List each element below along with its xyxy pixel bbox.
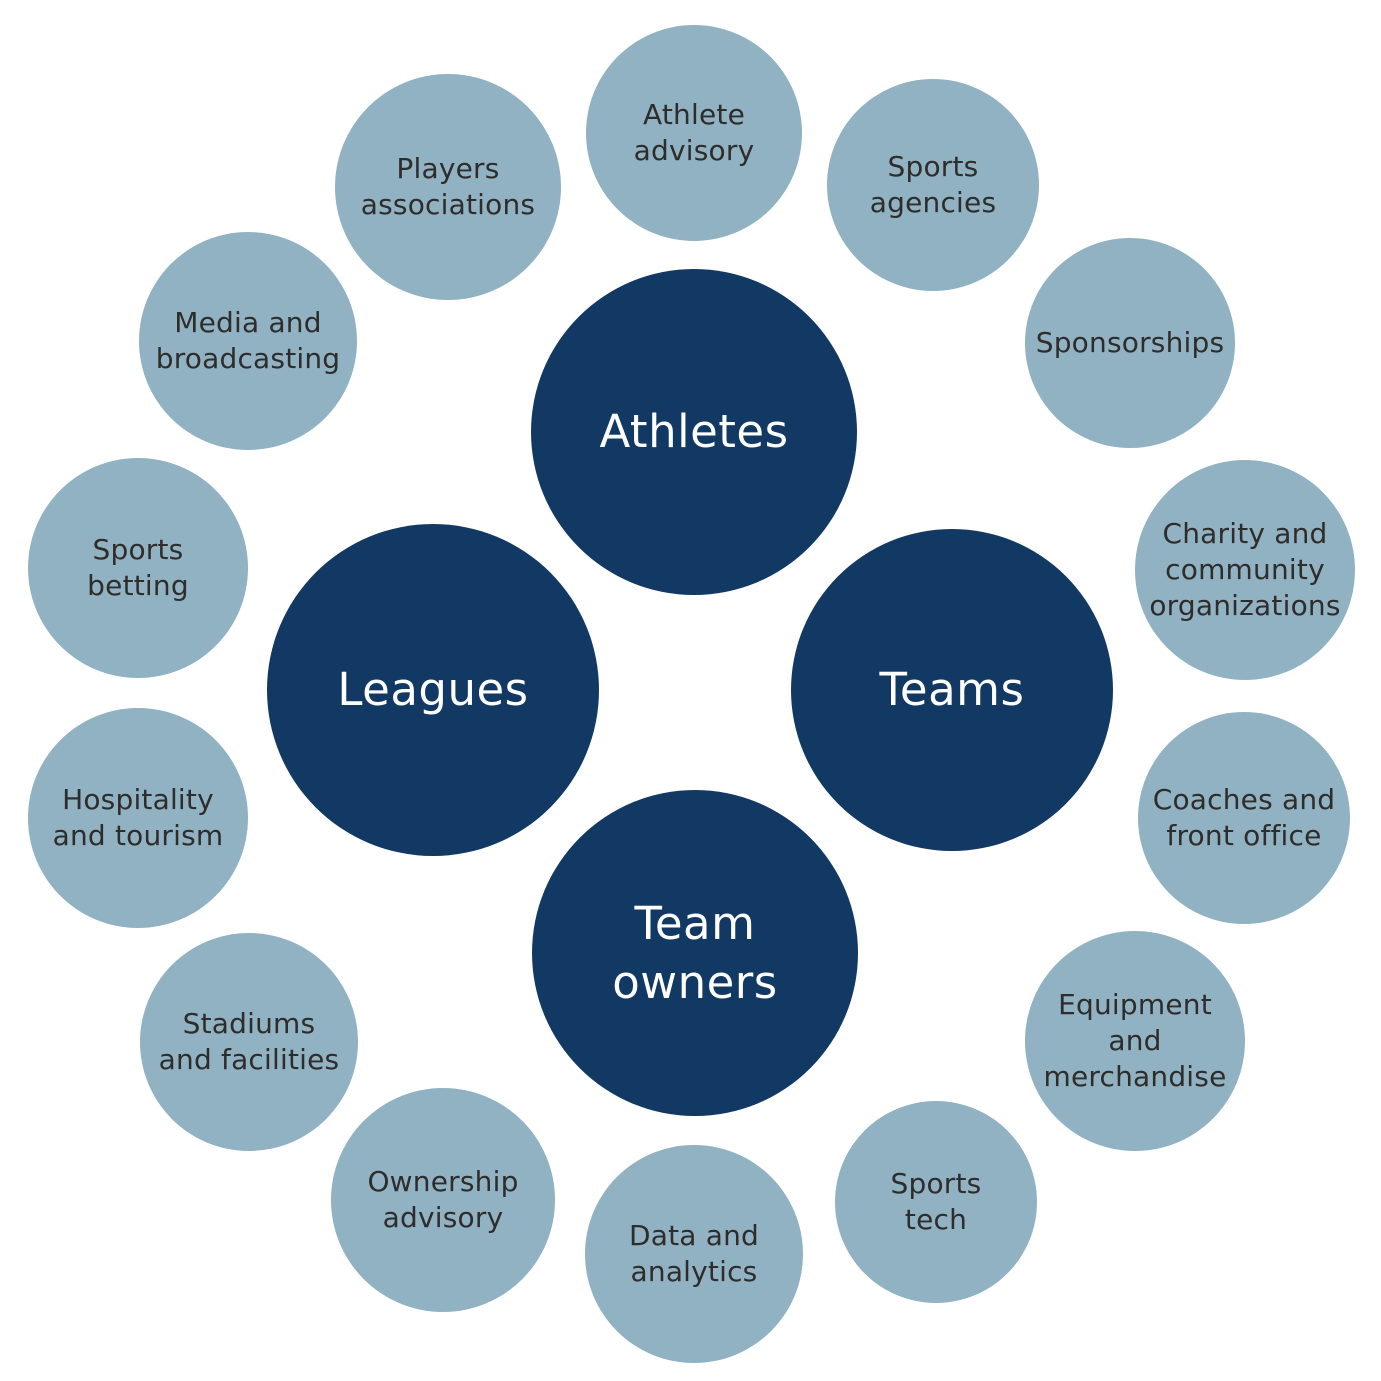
core-node-label: Athletes <box>599 405 789 459</box>
satellite-label: Sports tech <box>890 1167 982 1236</box>
satellite-label: Sports betting <box>87 533 189 602</box>
satellite-label: Stadiums and facilities <box>158 1007 340 1076</box>
satellite-equipment-merchandise: Equipment and merchandise <box>1025 931 1245 1151</box>
satellite-sports-agencies: Sports agencies <box>827 79 1039 291</box>
core-node-leagues: Leagues <box>267 524 599 856</box>
core-node-label: Teams <box>879 663 1025 717</box>
satellite-label: Media and broadcasting <box>155 306 341 375</box>
core-node-team-owners: Team owners <box>532 790 858 1116</box>
satellite-label: Charity and community organizations <box>1149 517 1341 622</box>
satellite-sports-betting: Sports betting <box>28 458 248 678</box>
satellite-label: Sports agencies <box>869 150 997 219</box>
satellite-label: Players associations <box>360 152 536 221</box>
satellite-label: Hospitality and tourism <box>52 783 224 852</box>
satellite-label: Athlete advisory <box>633 98 755 167</box>
satellite-stadiums-facilities: Stadiums and facilities <box>140 933 358 1151</box>
satellite-sponsorships: Sponsorships <box>1025 238 1235 448</box>
core-node-athletes: Athletes <box>531 269 857 595</box>
satellite-players-associations: Players associations <box>335 74 561 300</box>
satellite-coaches-front-office: Coaches and front office <box>1138 712 1350 924</box>
satellite-charity-community-organizations: Charity and community organizations <box>1135 460 1355 680</box>
core-node-label: Team owners <box>612 896 778 1009</box>
satellite-sports-tech: Sports tech <box>835 1101 1037 1303</box>
satellite-data-analytics: Data and analytics <box>585 1145 803 1363</box>
satellite-ownership-advisory: Ownership advisory <box>331 1088 555 1312</box>
satellite-label: Coaches and front office <box>1152 783 1336 852</box>
satellite-media-broadcasting: Media and broadcasting <box>139 232 357 450</box>
satellite-athlete-advisory: Athlete advisory <box>586 25 802 241</box>
satellite-hospitality-tourism: Hospitality and tourism <box>28 708 248 928</box>
core-node-teams: Teams <box>791 529 1113 851</box>
core-node-label: Leagues <box>337 663 529 717</box>
satellite-label: Ownership advisory <box>367 1165 519 1234</box>
satellite-label: Equipment and merchandise <box>1043 988 1227 1093</box>
satellite-label: Data and analytics <box>628 1219 760 1288</box>
satellite-label: Sponsorships <box>1035 326 1225 360</box>
